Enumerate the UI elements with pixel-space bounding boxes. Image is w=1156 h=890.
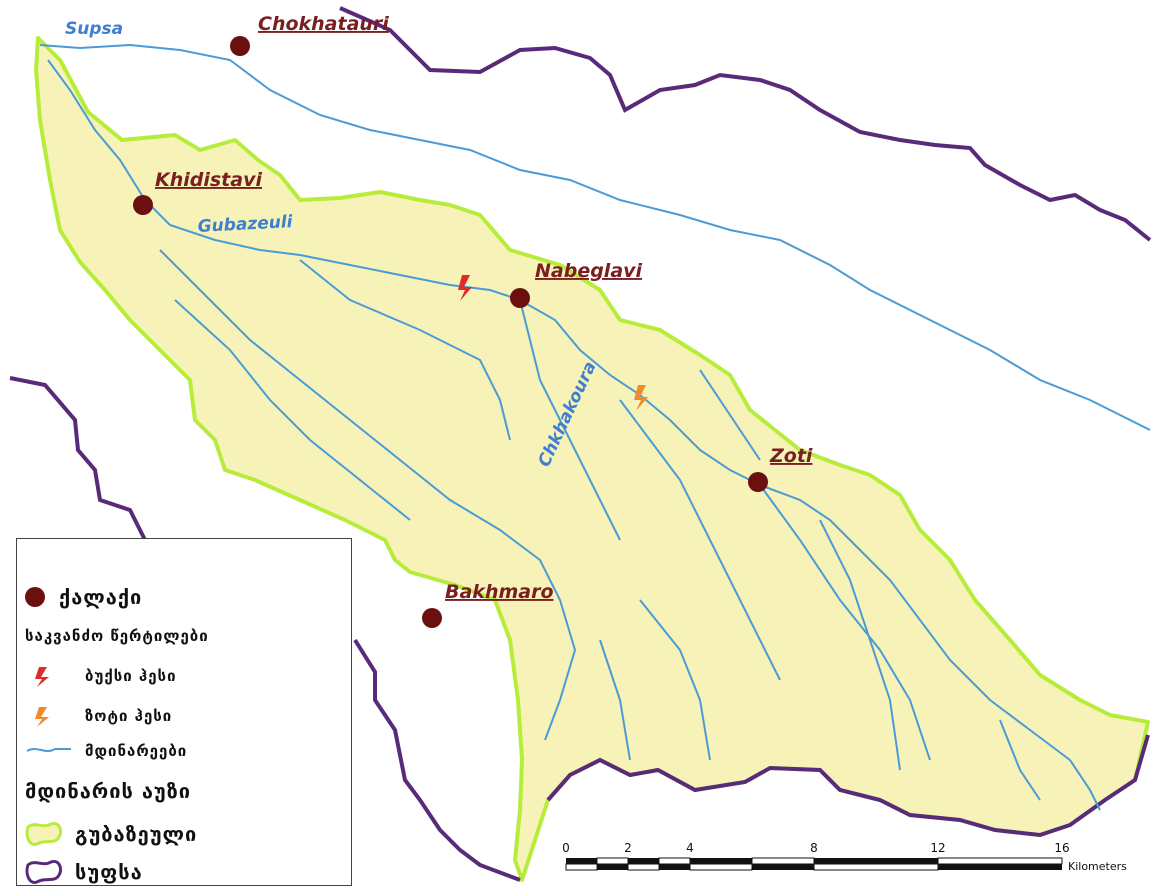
scale-tick-label: 8 [810, 841, 818, 855]
city-zoti: Zoti [748, 445, 813, 492]
legend-rivers: მდინარეები [25, 741, 187, 761]
legend-bukhsi-label: ბუქსი ჰესი [85, 667, 177, 685]
city-label: Zoti [769, 445, 813, 467]
legend-basin-title: მდინარის აუზი [25, 779, 191, 803]
scale-tick-label: 2 [624, 841, 632, 855]
city-label: Khidistavi [155, 169, 262, 191]
scale-tick-label: 0 [562, 841, 570, 855]
supsa-river [39, 43, 1151, 431]
bukhsi-hpp-icon [458, 275, 472, 301]
supsa-basin-icon [25, 859, 63, 884]
legend-gubazeuli-label: გუბაზეული [75, 822, 198, 846]
legend-gubazeuli: გუბაზეული [25, 821, 197, 847]
supsa-boundary-north [339, 6, 1152, 242]
city-label: Bakhmaro [445, 581, 554, 603]
scale-bar-segments [565, 857, 1063, 871]
scale-unit-label: Kilometers [1068, 860, 1127, 873]
supsa-boundary-south [353, 638, 1150, 882]
legend-bukhsi: ბუქსი ჰესი [25, 665, 177, 687]
legend-city-label: ქალაქი [59, 585, 143, 609]
scale-tick-label: 4 [686, 841, 694, 855]
city-dot-icon [25, 587, 45, 607]
city-bakhmaro: Bakhmaro [422, 581, 554, 628]
gubazeuli-basin-icon [25, 821, 63, 846]
scale-tick-label: 12 [930, 841, 945, 855]
bukhsi-hpp-icon [35, 667, 49, 687]
legend-points-title: საკვანძო წერტილები [25, 627, 209, 645]
legend-supsa: სუფსა [25, 859, 143, 885]
legend-supsa-label: სუფსა [75, 860, 143, 884]
legend-city: ქალაქი [25, 585, 142, 609]
city-khidistavi: Khidistavi [133, 169, 262, 215]
gubazeuli-river [47, 59, 1071, 761]
city-label: Nabeglavi [535, 260, 643, 282]
map-legend: ქალაქი საკვანძო წერტილები ბუქსი ჰესი ზოტ… [16, 538, 352, 886]
city-label: Chokhatauri [258, 13, 389, 35]
scale-bar: 0 2 4 8 12 16 Kilometers [562, 841, 1127, 873]
legend-points-title-label: საკვანძო წერტილები [25, 627, 209, 645]
river-label-supsa: Supsa [65, 19, 123, 39]
legend-zoti-hpp: ზოტი ჰესი [25, 705, 172, 727]
zoti-hpp-icon [634, 385, 648, 411]
scale-tick-label: 16 [1054, 841, 1069, 855]
supsa-boundary-west [9, 376, 147, 541]
zoti-hpp-icon [35, 707, 49, 727]
city-nabeglavi: Nabeglavi [510, 260, 643, 308]
legend-rivers-label: მდინარეები [85, 742, 188, 760]
legend-basin-title-label: მდინარის აუზი [25, 779, 192, 803]
river-network [39, 43, 1151, 811]
legend-zoti-hpp-label: ზოტი ჰესი [85, 707, 173, 725]
river-line-icon [26, 748, 71, 752]
city-chokhatauri: Chokhatauri [230, 13, 389, 56]
